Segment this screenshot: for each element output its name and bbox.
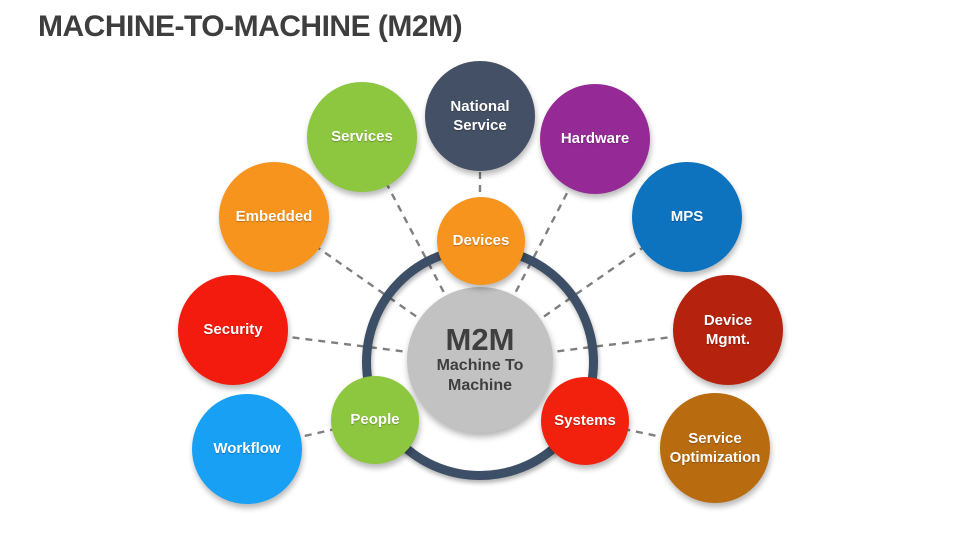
node-hardware: Hardware xyxy=(540,84,650,194)
node-systems: Systems xyxy=(541,377,629,465)
center-node-subtitle: Machine To Machine xyxy=(436,357,524,395)
center-node-title: M2M xyxy=(445,321,515,357)
node-devices-label: Devices xyxy=(452,232,510,250)
node-people: People xyxy=(331,376,419,464)
node-service-optimization-label: Service Optimization xyxy=(669,429,761,466)
node-mps: MPS xyxy=(632,162,742,272)
node-device-mgmt-label: Device Mgmt. xyxy=(703,311,753,348)
node-systems-label: Systems xyxy=(554,412,616,430)
page-title: MACHINE-TO-MACHINE (M2M) xyxy=(38,10,463,43)
center-node-m2m: M2M Machine To Machine xyxy=(407,287,553,433)
node-devices: Devices xyxy=(437,197,525,285)
node-people-label: People xyxy=(350,411,400,429)
node-security-label: Security xyxy=(203,321,263,339)
node-services: Services xyxy=(307,82,417,192)
node-device-mgmt: Device Mgmt. xyxy=(673,275,783,385)
node-workflow-label: Workflow xyxy=(213,440,281,458)
node-service-optimization: Service Optimization xyxy=(660,393,770,503)
node-embedded: Embedded xyxy=(219,162,329,272)
node-national-service: National Service xyxy=(425,61,535,171)
node-national-service-label: National Service xyxy=(450,97,510,134)
node-services-label: Services xyxy=(331,128,393,146)
node-embedded-label: Embedded xyxy=(235,208,313,226)
node-security: Security xyxy=(178,275,288,385)
node-hardware-label: Hardware xyxy=(560,130,630,148)
node-workflow: Workflow xyxy=(192,394,302,504)
node-mps-label: MPS xyxy=(670,208,704,226)
